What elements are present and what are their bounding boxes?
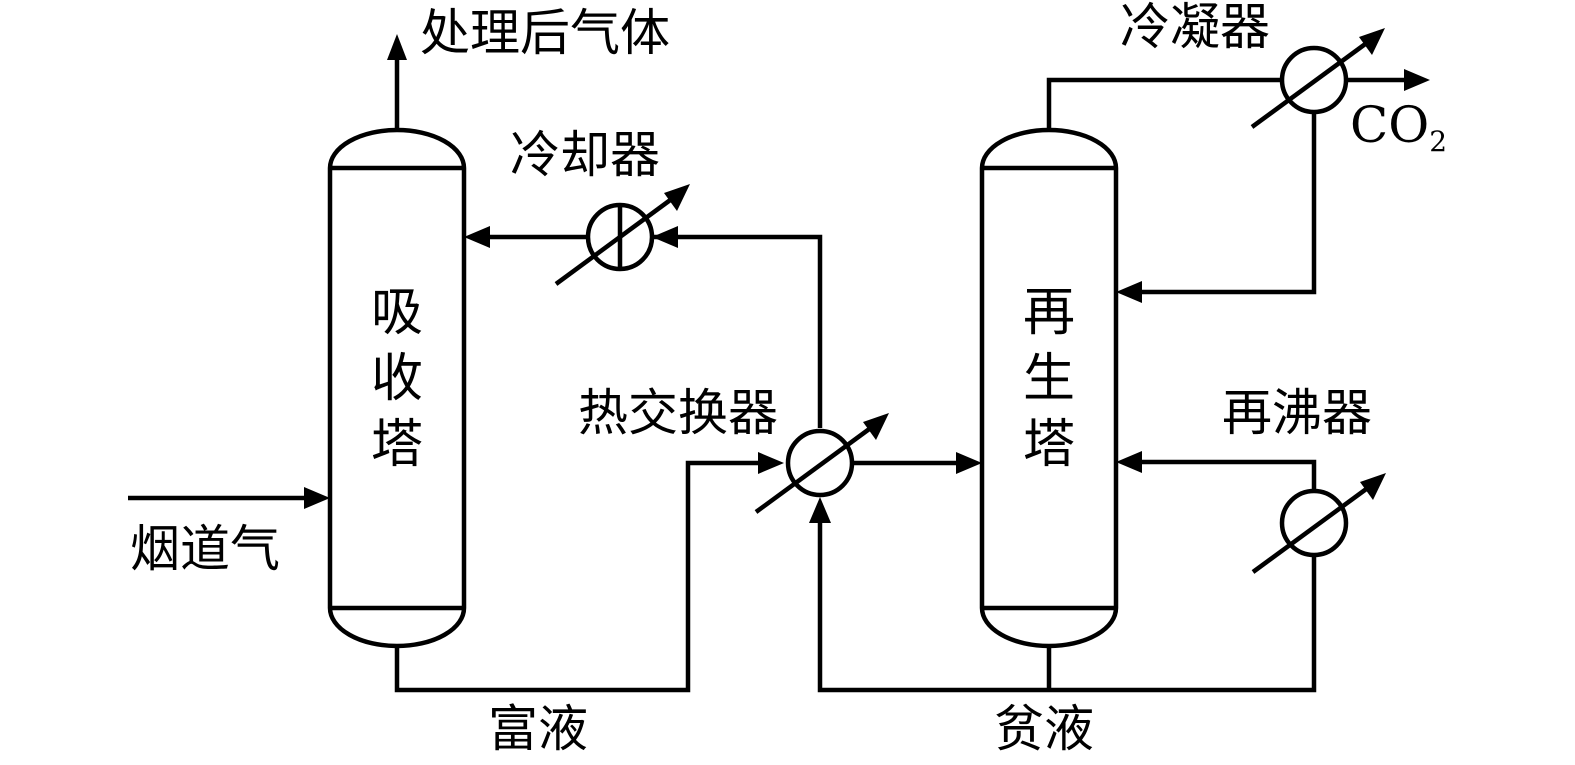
condenser-adjust-arrowhead xyxy=(1359,28,1385,55)
lean-liquid-line xyxy=(809,497,1317,693)
absorber-label-char-3: 塔 xyxy=(371,415,423,475)
heat-exchanger-label: 热交换器 xyxy=(578,384,778,442)
regenerator-label-char-3: 塔 xyxy=(1023,415,1075,475)
reboiler-return-line xyxy=(1116,451,1317,491)
regenerator-tower xyxy=(979,127,1119,649)
rich-liquid-label: 富液 xyxy=(488,700,588,758)
co2-label: CO2 xyxy=(1350,96,1447,158)
overhead-vapor-line xyxy=(1046,69,1430,130)
reboiler-symbol xyxy=(1251,473,1386,574)
absorber-tower xyxy=(327,127,467,649)
lean-liquid-label: 贫液 xyxy=(994,700,1094,758)
reboiler-label: 再沸器 xyxy=(1222,384,1372,442)
regenerator-label-char-2: 生 xyxy=(1023,349,1075,409)
treated-gas-line xyxy=(387,34,407,130)
cooler-label: 冷却器 xyxy=(510,126,660,184)
hx-to-regenerator-arrowhead xyxy=(956,452,982,474)
absorber-inlet-arrowhead xyxy=(464,226,490,248)
flue-gas-line xyxy=(128,487,330,509)
heat-exchanger-symbol xyxy=(754,413,889,514)
reflux-arrowhead xyxy=(1116,281,1142,303)
absorber-label-char-1: 吸 xyxy=(371,283,423,343)
treated-gas-label: 处理后气体 xyxy=(420,4,670,62)
condenser-symbol xyxy=(1250,28,1385,129)
treated-gas-arrowhead xyxy=(387,34,407,60)
co2-main-text: CO xyxy=(1350,96,1429,154)
rich-liquid-line xyxy=(394,452,784,693)
condenser-label: 冷凝器 xyxy=(1120,0,1270,56)
reboiler-return-arrowhead xyxy=(1116,451,1142,473)
cooler-symbol xyxy=(554,184,690,286)
lean-return-line xyxy=(464,226,823,428)
flue-gas-arrowhead xyxy=(304,487,330,509)
heat-exchanger-adjust-arrowhead xyxy=(863,413,889,440)
cooler-inlet-arrowhead xyxy=(652,226,678,248)
regenerator-label-char-1: 再 xyxy=(1023,283,1075,343)
co2-outlet-arrowhead xyxy=(1404,69,1430,91)
flue-gas-label: 烟道气 xyxy=(130,520,280,578)
reflux-line xyxy=(1116,112,1317,303)
reboiler-adjust-arrowhead xyxy=(1360,473,1386,500)
rich-liquid-arrowhead xyxy=(758,452,784,474)
absorber-label-char-2: 收 xyxy=(371,349,423,409)
lean-liquid-arrowhead xyxy=(809,497,831,523)
cooler-adjust-arrowhead xyxy=(664,184,690,211)
co2-subscript-text: 2 xyxy=(1429,125,1447,158)
hx-to-regenerator-line xyxy=(852,452,982,474)
